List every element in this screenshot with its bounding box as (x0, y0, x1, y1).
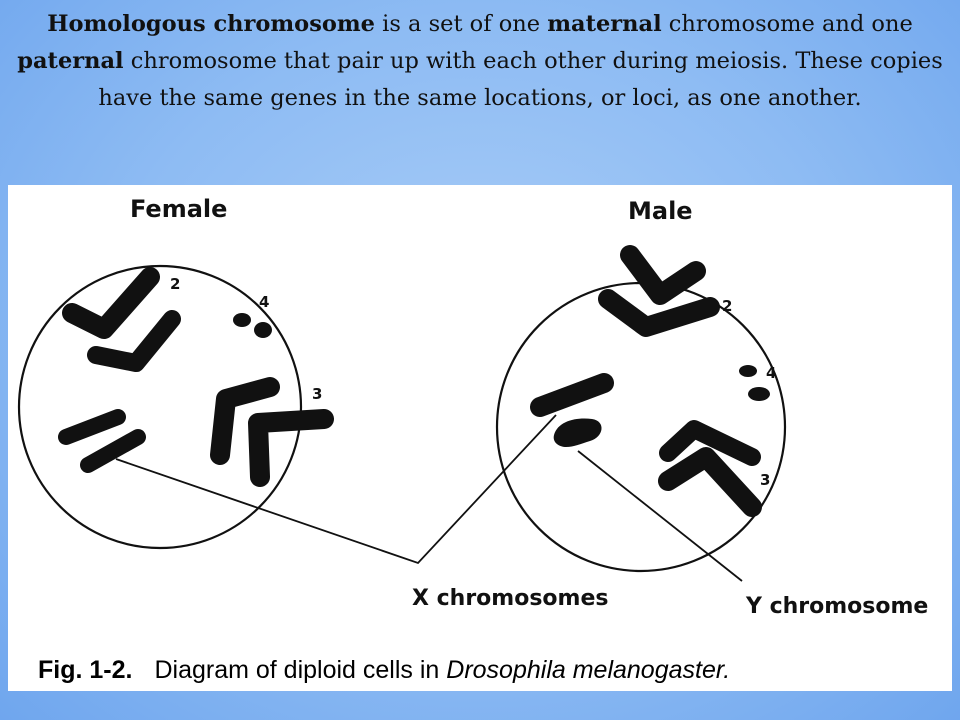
caption-text: Diagram of diploid cells in (154, 656, 446, 684)
female-chromosome-4b (254, 322, 272, 338)
x-chromosome-leader-line (115, 414, 557, 565)
female-label-4: 4 (259, 293, 269, 311)
female-chromosome-3b (248, 409, 334, 487)
female-label: Female (130, 195, 227, 223)
y-chromosome-leader-line (577, 450, 743, 582)
male-label: Male (628, 197, 693, 225)
female-chromosome-4a (233, 313, 251, 327)
female-cell (17, 264, 303, 550)
female-label-3: 3 (312, 385, 322, 403)
term-paternal: paternal (17, 48, 124, 74)
female-chromosome-2b (87, 310, 181, 372)
text-segment: chromosome that pair up with each other … (98, 48, 943, 111)
male-x-chromosome (530, 373, 614, 417)
text-segment: is a set of one (375, 11, 548, 37)
male-chromosome-4b (748, 387, 770, 401)
diploid-cells-figure: Female Male (8, 185, 952, 691)
caption-number: Fig. 1-2. (38, 656, 132, 684)
male-chromosome-3a (659, 420, 761, 466)
male-y-chromosome (553, 418, 602, 447)
x-chromosomes-label: X chromosomes (412, 586, 608, 611)
female-x-chromosome-a (58, 409, 126, 445)
male-chromosome-2a (620, 245, 706, 305)
male-label-2: 2 (722, 297, 732, 315)
male-label-4: 4 (766, 364, 776, 382)
slide-body-text: Homologous chromosome is a set of one ma… (0, 6, 960, 117)
figure-caption: Fig. 1-2. Diagram of diploid cells in Dro… (38, 656, 730, 684)
male-chromosome-2b (598, 289, 720, 337)
female-chromosome-2a (62, 267, 160, 339)
term-maternal: maternal (547, 11, 662, 37)
female-label-2: 2 (170, 275, 180, 293)
female-x-chromosome-b (80, 429, 146, 473)
male-label-3: 3 (760, 471, 770, 489)
male-chromosome-3b (658, 447, 762, 517)
caption-species: Drosophila melanogaster. (446, 656, 730, 684)
term-homologous-chromosome: Homologous chromosome (47, 11, 375, 37)
text-segment: chromosome and one (661, 11, 913, 37)
diagram-svg: Female Male (17, 195, 928, 684)
y-chromosome-label: Y chromosome (745, 594, 928, 619)
male-chromosome-4a (739, 365, 757, 377)
female-chromosome-3a (210, 377, 280, 465)
